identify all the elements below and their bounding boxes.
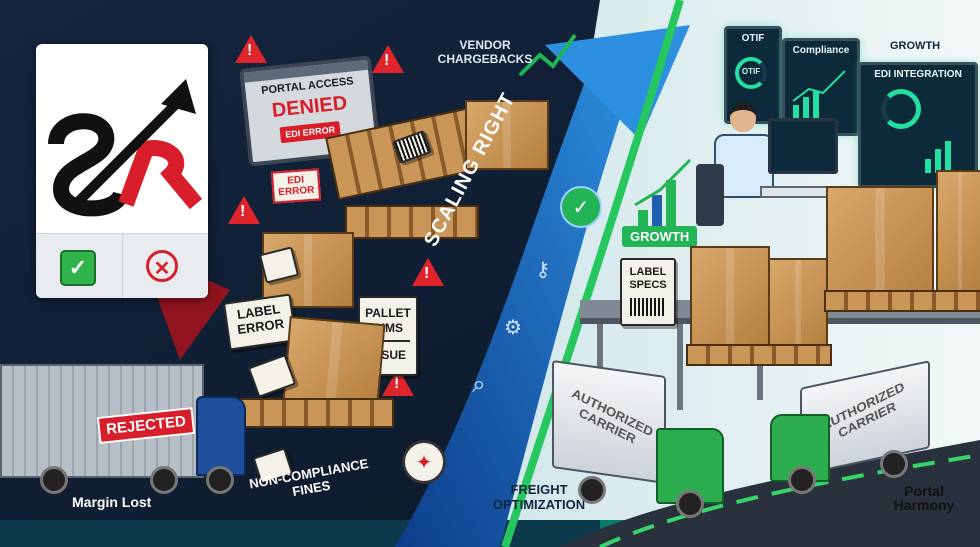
growth-top-label: GROWTH — [890, 40, 941, 52]
pallet-dims-note: PALLET DIMS ISSUE — [358, 296, 418, 376]
label-error-text: LABEL ERROR — [236, 301, 285, 338]
check-icon: ✓ — [68, 255, 88, 280]
rejected-trailer: REJECTED — [0, 364, 204, 478]
pallet-base — [345, 205, 479, 239]
logo-action-bar: ✓ ✕ — [36, 233, 208, 298]
truck-wheel — [578, 476, 606, 504]
compass-icon: ✦ — [402, 440, 446, 484]
authorized-carrier-1-text: AUTHORIZED CARRIER — [569, 385, 656, 447]
truck-wheel — [206, 466, 234, 494]
otif-screen: OTIF OTIF — [724, 26, 782, 124]
magnifier-icon: ⌕ — [472, 371, 486, 398]
truck-wheel — [40, 466, 68, 494]
check-icon: ✓ — [560, 186, 602, 228]
edi-integration-title: EDI INTEGRATION — [874, 69, 962, 80]
otif-inner-text: OTIF — [741, 67, 761, 76]
approve-button[interactable]: ✓ — [60, 250, 96, 286]
cardboard-box — [936, 170, 980, 294]
truck-wheel — [150, 466, 178, 494]
pallet-base — [240, 398, 394, 428]
pallet-base — [824, 290, 980, 312]
otif-gauge-icon — [735, 57, 767, 89]
action-divider — [122, 234, 123, 298]
logo-mark-icon — [48, 79, 203, 217]
logo-card: SR ✓ ✕ — [36, 44, 208, 298]
barcode-icon — [630, 298, 666, 316]
truck-wheel — [788, 466, 816, 494]
reject-button[interactable]: ✕ — [146, 250, 178, 282]
growth-banner: GROWTH — [622, 226, 698, 247]
cardboard-box — [282, 315, 386, 409]
office-chair — [696, 164, 724, 226]
edi-integration-screen: EDI INTEGRATION — [858, 62, 978, 188]
authorized-truck-1: AUTHORIZED CARRIER — [552, 359, 666, 485]
margin-lost-label: Margin Lost — [72, 494, 152, 510]
label-error-note: LABEL ERROR — [222, 293, 298, 351]
label-specs-text: LABEL SPECS — [629, 266, 667, 291]
rejected-stamp: REJECTED — [96, 407, 196, 444]
edi-error-tag: EDI ERROR — [270, 168, 322, 204]
close-icon: ✕ — [153, 258, 171, 280]
label-specs-card: LABEL SPECS — [620, 258, 676, 326]
cardboard-box — [465, 100, 549, 170]
truck-wheel — [880, 450, 908, 478]
compliance-chart-icon — [792, 70, 846, 119]
edi-bars-icon — [925, 141, 951, 173]
gears-icon: ⚙ — [504, 316, 522, 339]
cardboard-box — [826, 186, 934, 298]
warning-icon: ! — [228, 196, 260, 224]
portal-harmony-label: Portal Harmony — [893, 483, 955, 513]
warning-icon: ! — [235, 35, 267, 63]
note-divider — [366, 340, 410, 342]
cardboard-box — [768, 258, 828, 350]
freight-optimization-label: FREIGHT OPTIMIZATION — [492, 482, 586, 512]
truck-cab — [196, 396, 246, 476]
desk-monitor — [768, 118, 838, 174]
warning-icon: ! — [372, 45, 404, 73]
warning-icon: ! — [412, 258, 444, 286]
worker-head — [730, 102, 756, 132]
key-icon: ⚷ — [535, 258, 551, 281]
pallet-base — [686, 344, 832, 366]
vendor-chargebacks-label: VENDOR CHARGEBACKS — [437, 38, 533, 66]
edi-gauge-icon — [881, 89, 921, 129]
truck-wheel — [676, 490, 704, 518]
cardboard-box — [690, 246, 770, 350]
otif-title: OTIF — [741, 33, 765, 44]
compliance-title: Compliance — [792, 45, 850, 56]
